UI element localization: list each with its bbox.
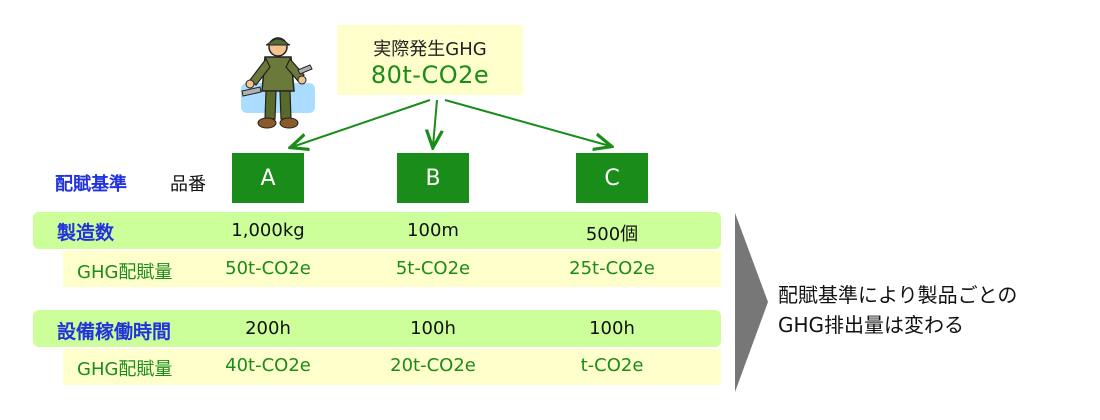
arrow-to-b <box>433 99 437 146</box>
production-count-label: 製造数 <box>57 222 115 244</box>
ghg-allocation-hours-label: GHG配賦量 <box>77 359 173 380</box>
product-c-box: C <box>576 153 648 203</box>
ghg-allocation-hours-c: t-CO2e <box>580 355 644 376</box>
conclusion-text: 配賦基準により製品ごとの GHG排出量は変わる <box>778 280 1017 340</box>
ghg-allocation-count-b: 5t-CO2e <box>395 258 471 279</box>
worker-illustration-icon <box>241 37 315 129</box>
ghg-allocation-count-band <box>63 251 721 287</box>
total-ghg-value: 80t-CO2e <box>370 61 490 89</box>
operating-hours-c: 100h <box>589 318 635 339</box>
conclusion-line-1: 配賦基準により製品ごとの <box>778 283 1018 307</box>
ghg-allocation-count-c: 25t-CO2e <box>569 258 655 279</box>
operating-hours-band <box>33 310 721 347</box>
ghg-allocation-count-a: 50t-CO2e <box>225 258 311 279</box>
production-count-c: 500個 <box>585 224 639 245</box>
operating-hours-b: 100h <box>410 318 456 339</box>
product-b-box: B <box>397 153 469 203</box>
arrow-to-c <box>444 99 610 146</box>
operating-hours-a: 200h <box>245 318 291 339</box>
total-ghg-label: 実際発生GHG <box>373 39 487 60</box>
operating-hours-label: 設備稼働時間 <box>57 321 172 343</box>
arrow-to-a <box>292 99 431 147</box>
allocation-criteria-label: 配賦基準 <box>55 174 127 195</box>
product-number-header: 品番 <box>170 174 206 195</box>
conclusion-line-2: GHG排出量は変わる <box>778 313 965 337</box>
production-count-band <box>33 212 721 249</box>
ghg-allocation-count-label: GHG配賦量 <box>77 262 173 283</box>
result-arrow <box>735 213 768 392</box>
ghg-allocation-hours-b: 20t-CO2e <box>390 355 476 376</box>
ghg-allocation-hours-a: 40t-CO2e <box>225 355 311 376</box>
ghg-allocation-hours-band <box>63 349 721 385</box>
production-count-b: 100m <box>407 220 459 241</box>
total-ghg-box: 実際発生GHG 80t-CO2e <box>337 25 523 95</box>
production-count-a: 1,000kg <box>231 220 305 241</box>
product-a-box: A <box>232 153 304 203</box>
